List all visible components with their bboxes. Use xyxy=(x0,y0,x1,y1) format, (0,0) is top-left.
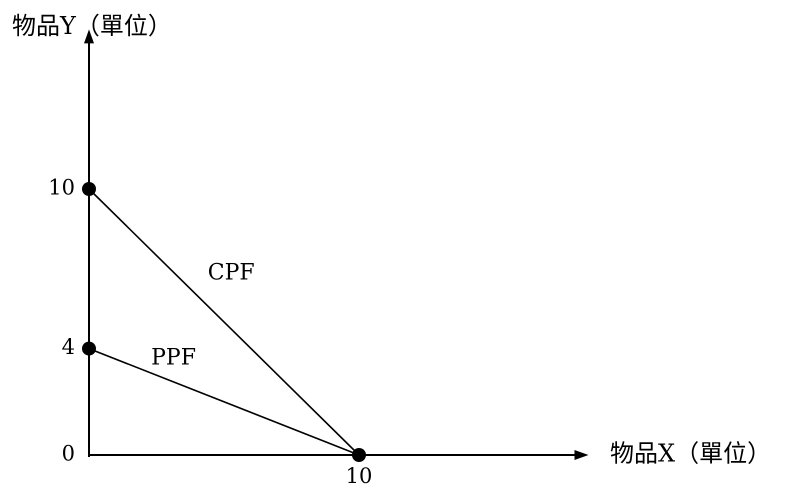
x-axis-label: 物品X（單位） xyxy=(610,440,771,468)
cpf-label: CPF xyxy=(208,260,255,285)
series-group xyxy=(88,188,360,456)
ppf-label: PPF xyxy=(151,346,196,371)
axes xyxy=(84,29,589,460)
y-tick-label: 0 xyxy=(62,442,75,466)
y-tick-label: 10 xyxy=(48,176,75,200)
y-axis-label: 物品Y（單位） xyxy=(12,12,172,40)
y-axis-arrow-icon xyxy=(84,29,94,44)
data-point-1 xyxy=(82,341,96,356)
x-axis-arrow-icon xyxy=(574,450,589,460)
markers-group xyxy=(82,182,366,462)
data-point-2 xyxy=(352,448,366,462)
x-tick-label: 10 xyxy=(346,464,373,488)
y-tick-label: 4 xyxy=(62,335,75,359)
cpf-line xyxy=(88,188,360,456)
ppf-line xyxy=(88,347,360,456)
labels-group: 物品Y（單位） 物品X（單位） CPF PPF 0 4 10 10 xyxy=(12,12,771,488)
data-point-0 xyxy=(82,182,96,196)
